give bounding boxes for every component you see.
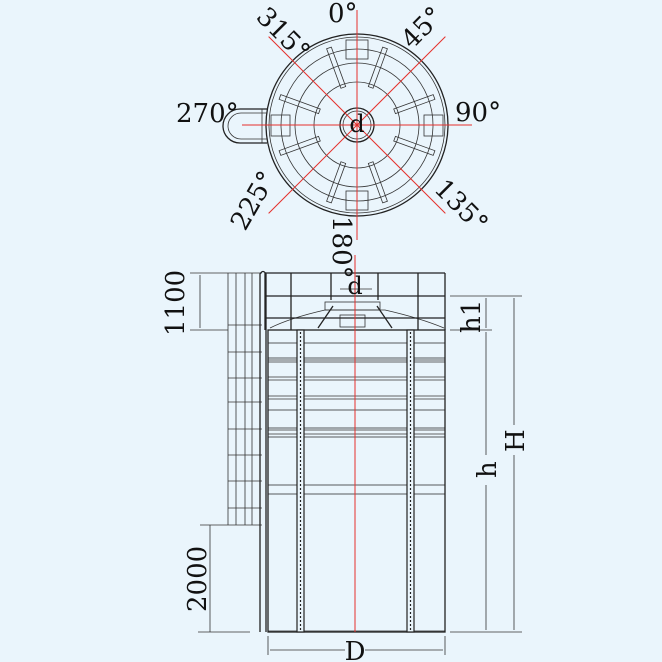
angle-label-270: 270° xyxy=(176,99,239,129)
angle-label-225: 225° xyxy=(225,166,282,235)
centerline-315 xyxy=(268,36,358,126)
top-view: d 0° 45° 90° 135° 180° 225° 270° 315° xyxy=(176,0,501,279)
angle-label-180: 180° xyxy=(326,216,356,279)
inlet-d-label: d xyxy=(349,110,364,138)
ladder-platform-top xyxy=(222,108,267,144)
vertical-posts xyxy=(296,329,415,633)
roof-rib xyxy=(326,161,347,204)
angle-label-0: 0° xyxy=(328,0,358,29)
roof-ribs xyxy=(278,46,436,204)
roof-rib xyxy=(278,94,321,115)
centerline-45 xyxy=(356,36,446,126)
side-view: 1100 2000 h1 h H D d xyxy=(161,255,531,662)
roof-rib xyxy=(367,161,388,204)
angle-label-90: 90° xyxy=(455,98,501,128)
roof-rib xyxy=(326,46,347,89)
angle-centerlines xyxy=(242,10,472,240)
dim-H: H xyxy=(501,429,531,452)
roof-rib xyxy=(393,135,436,156)
centerline-135 xyxy=(356,124,446,214)
dim-1100: 1100 xyxy=(161,270,191,336)
angle-label-315: 315° xyxy=(250,2,316,68)
ladder-rail xyxy=(259,270,267,632)
ladder-cage xyxy=(200,272,262,526)
dim-D: D xyxy=(345,637,366,662)
tank-body xyxy=(267,329,446,633)
centerline-225 xyxy=(268,124,358,214)
dim-2000: 2000 xyxy=(183,546,213,612)
dimension-lines xyxy=(190,272,522,655)
roof-rib xyxy=(278,135,321,156)
dim-h: h xyxy=(473,461,503,478)
roof-rib xyxy=(393,94,436,115)
roof-rib xyxy=(367,46,388,89)
dim-d: d xyxy=(347,272,362,300)
dim-h1: h1 xyxy=(457,300,487,333)
